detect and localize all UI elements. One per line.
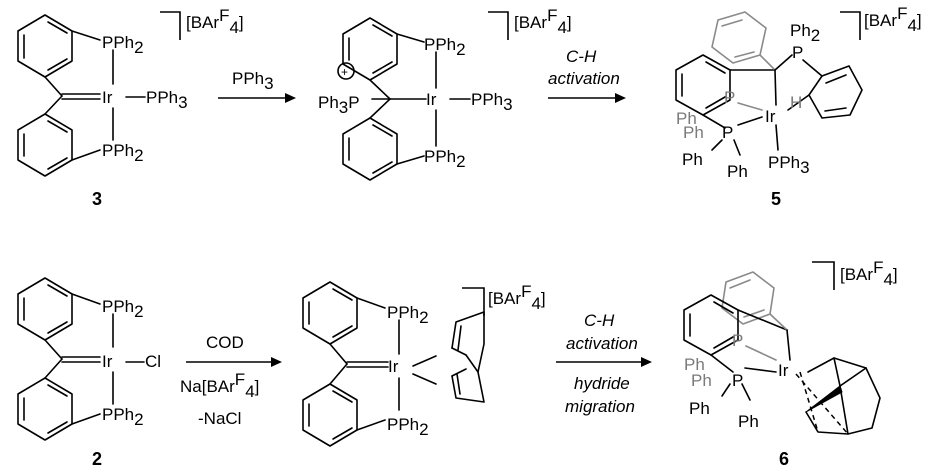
arrow-4-migration: migration [565,397,635,416]
compound-3-p-upper: PPh2 [102,33,144,57]
compound-3-bracket [160,11,181,40]
compound-3-ir: Ir [102,88,113,107]
intermediate-structure [337,17,471,181]
compound-3-label: 3 [92,189,102,209]
compound-5-ph-gray-2: Ph [683,123,704,142]
reagent-nabarf4: Na[BArF4] [180,370,259,401]
compound-5-h: H [790,93,802,112]
compound-6-label: 6 [779,449,789,469]
compound-6-structure [683,271,881,435]
compound-5-structure [675,11,863,156]
compound-6-ir: Ir [778,361,789,380]
intermediate-bracket [488,11,509,40]
compound-5-ir: Ir [765,107,776,126]
cod-complex-structure [302,281,485,447]
intermediate-pph3: PPh3 [471,90,513,114]
reagent-nacl: -NaCl [198,409,241,428]
compound-2-structure [17,277,145,441]
compound-6-counterion: [BArF4] [840,258,898,289]
compound-5-p-top: P [792,43,803,62]
arrow-4-ch: C-H [584,311,615,330]
cod-complex-p-lower: PPh2 [387,415,429,439]
compound-5-bracket [840,11,861,40]
intermediate-ir: Ir [426,90,437,109]
intermediate-p-lower: PPh2 [424,147,466,171]
compound-5-p: P [722,123,733,142]
reaction-arrow-1-head [285,93,296,103]
compound-3-pph3: PPh3 [146,88,188,112]
reagent-cod: COD [206,333,244,352]
compound-2-p-lower: PPh2 [102,405,144,429]
compound-3-p-lower: PPh2 [102,141,144,165]
compound-5-ph-gray-1: Ph [676,109,697,128]
arrow-2-activation: activation [548,69,620,88]
compound-2-label: 2 [92,449,102,469]
compound-6-ph-2: Ph [738,412,759,431]
compound-2-cl: Cl [145,352,161,371]
compound-5-p-gray: P [724,88,735,107]
compound-5-ph-2: Ph [727,162,748,181]
reaction-arrow-3-head [271,357,282,367]
compound-5-counterion: [BArF4] [864,4,922,35]
compound-6-ph-gray-2: Ph [691,371,712,390]
intermediate-ph3p: Ph3P [318,93,360,117]
intermediate-counterion: [BArF4] [514,6,572,37]
cod-complex-p-upper: PPh2 [387,303,429,327]
compound-5-pph3: PPh3 [768,153,810,177]
compound-2-ir: Ir [102,352,113,371]
reagent-pph3: PPh3 [232,69,274,93]
compound-6-p-gray: P [732,331,743,350]
arrow-4-activation: activation [566,334,638,353]
compound-6-ph-1: Ph [689,399,710,418]
compound-6-p: P [732,371,743,390]
compound-6-bracket [812,261,835,290]
compound-5-ph-1: Ph [682,150,703,169]
cod-complex-ir: Ir [388,357,399,376]
compound-3-structure [17,14,146,177]
compound-3-counterion: [BArF4] [186,6,244,37]
reaction-arrow-2-head [615,93,626,103]
arrow-4-hydride: hydride [574,374,630,393]
reaction-arrow-4-head [641,357,652,367]
compound-5-ph2: Ph2 [790,21,820,45]
intermediate-p-upper: PPh2 [424,35,466,59]
arrow-2-ch: C-H [566,47,597,66]
compound-6-ph-gray-1: Ph [684,355,705,374]
compound-5-label: 5 [771,189,781,209]
cod-complex-bracket [462,287,485,316]
intermediate-plus: + [341,65,348,79]
compound-2-p-upper: PPh2 [102,297,144,321]
cod-complex-counterion: [BArF4] [488,282,546,313]
